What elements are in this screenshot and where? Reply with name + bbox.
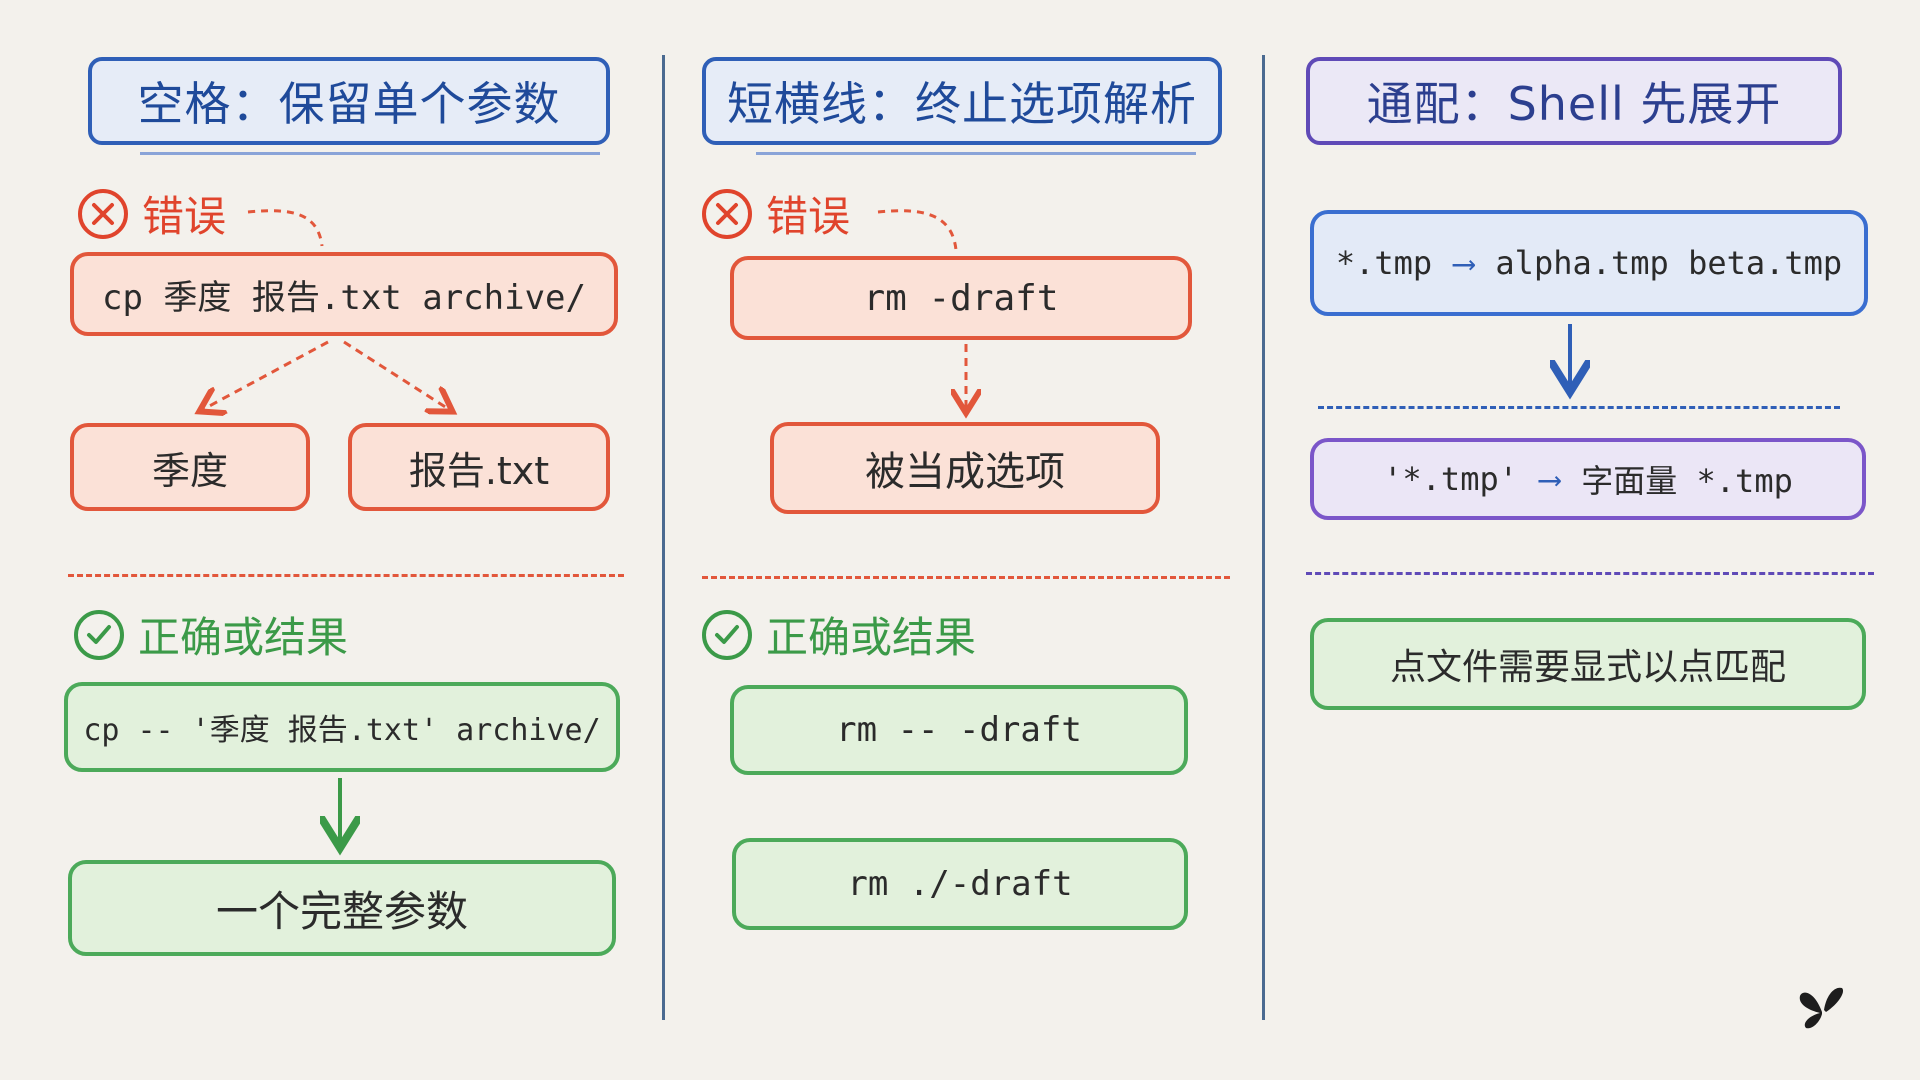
col2-right-command-1: rm -- -draft xyxy=(836,710,1082,750)
col2-wrong-command-box: rm -draft xyxy=(730,256,1192,340)
col1-header-underline xyxy=(140,152,600,155)
column-divider-left xyxy=(662,55,665,1020)
cross-circle-icon xyxy=(78,188,128,239)
col3-quoted-box: '*.tmp' ⟶ 字面量 *.tmp xyxy=(1310,438,1866,520)
cross-circle-icon xyxy=(702,188,752,239)
col1-wrong-command: cp 季度 报告.txt archive/ xyxy=(102,277,586,318)
col1-separator xyxy=(68,574,624,577)
col2-error-connector xyxy=(877,209,958,251)
col2-wrong-command: rm -draft xyxy=(863,277,1059,319)
col1-result-text: 一个完整参数 xyxy=(215,886,468,936)
col1-error-connector xyxy=(247,209,324,247)
col3-glob-expansion: alpha.tmp beta.tmp xyxy=(1495,244,1843,282)
arrow-right-icon: ⟶ xyxy=(1454,244,1474,282)
col3-quoted-pattern: '*.tmp' xyxy=(1383,460,1518,498)
col1-split-arg-left: 季度 xyxy=(70,423,310,511)
col3-glob-pattern: *.tmp xyxy=(1335,244,1433,282)
col1-split-arrow-left xyxy=(202,340,329,410)
col3-dotfile-box: 点文件需要显式以点匹配 xyxy=(1310,618,1866,710)
col1-wrong-status: 错误 xyxy=(78,183,226,244)
col2-right-label: 正确或结果 xyxy=(766,613,977,662)
col2-right-command-box-1: rm -- -draft xyxy=(730,685,1188,775)
col1-split-arrow-right xyxy=(343,340,450,410)
col1-wrong-command-box: cp 季度 报告.txt archive/ xyxy=(70,252,618,336)
col2-separator xyxy=(702,576,1230,579)
col3-separator-bottom xyxy=(1306,572,1874,575)
col2-header-text: 短横线：终止选项解析 xyxy=(727,77,1197,131)
col3-literal-label: 字面量 *.tmp xyxy=(1581,462,1793,500)
col3-header: 通配：Shell 先展开 xyxy=(1306,57,1842,145)
arrow-right-icon: ⟶ xyxy=(1539,460,1560,498)
col2-wrong-result-text: 被当成选项 xyxy=(865,449,1065,495)
col1-wrong-label: 错误 xyxy=(142,192,227,241)
col3-dotfile-note: 点文件需要显式以点匹配 xyxy=(1389,647,1786,688)
col1-right-command-box: cp -- '季度 报告.txt' archive/ xyxy=(64,682,620,772)
col1-result-box: 一个完整参数 xyxy=(68,860,616,956)
col2-right-command-box-2: rm ./-draft xyxy=(732,838,1188,930)
col3-glob-box: *.tmp ⟶ alpha.tmp beta.tmp xyxy=(1310,210,1868,316)
col1-split-arg-right-text: 报告.txt xyxy=(408,448,550,493)
col1-split-arg-right: 报告.txt xyxy=(348,423,610,511)
col2-header: 短横线：终止选项解析 xyxy=(702,57,1222,145)
col2-right-status: 正确或结果 xyxy=(702,604,976,665)
butterfly-logo-icon xyxy=(1799,987,1844,1029)
col1-right-label: 正确或结果 xyxy=(138,613,349,662)
col1-header-text: 空格：保留单个参数 xyxy=(137,77,561,131)
col1-header: 空格：保留单个参数 xyxy=(88,57,610,145)
col2-wrong-status: 错误 xyxy=(702,183,850,244)
col3-separator-top xyxy=(1318,406,1840,409)
check-circle-icon xyxy=(74,609,124,660)
col3-header-text: 通配：Shell 先展开 xyxy=(1366,77,1782,131)
col2-header-underline xyxy=(756,152,1196,155)
col1-right-command: cp -- '季度 报告.txt' archive/ xyxy=(83,713,601,748)
col1-split-arg-left-text: 季度 xyxy=(151,448,228,493)
column-divider-right xyxy=(1262,55,1265,1020)
check-circle-icon xyxy=(702,609,752,660)
col2-wrong-result-box: 被当成选项 xyxy=(770,422,1160,514)
col2-wrong-label: 错误 xyxy=(766,192,851,241)
col2-right-command-2: rm ./-draft xyxy=(847,864,1073,904)
col1-right-status: 正确或结果 xyxy=(74,604,348,665)
